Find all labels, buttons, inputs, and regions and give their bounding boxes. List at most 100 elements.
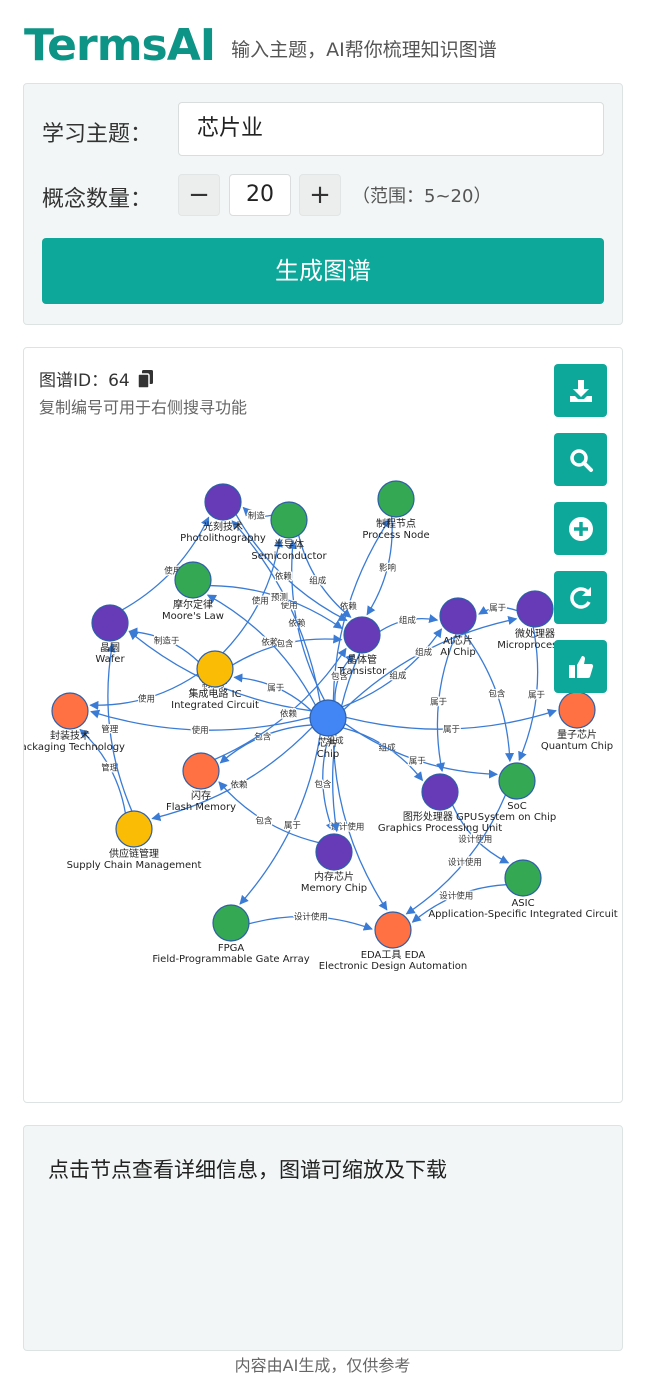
graph-edge (231, 520, 321, 702)
graph-node-circle[interactable] (115, 810, 153, 848)
graph-edge-label: 包含 (488, 689, 506, 700)
search-button[interactable] (554, 433, 607, 486)
graph-node-sublabel: Supply Chain Management (67, 860, 202, 871)
copy-icon[interactable] (137, 369, 153, 388)
graph-edge (206, 594, 316, 706)
graph-edge (344, 723, 498, 779)
search-icon (569, 448, 593, 472)
refresh-button[interactable] (554, 571, 607, 624)
graph-node-sublabel: Electronic Design Automation (319, 961, 467, 972)
graph-edge (233, 673, 312, 712)
graph-edge (298, 535, 352, 618)
graph-edge-label: 组成 (309, 576, 327, 587)
graph-edge-label: 依赖 (280, 709, 298, 720)
graph-edge (210, 584, 343, 630)
decrement-button[interactable]: − (178, 174, 220, 216)
graph-edge (478, 605, 518, 615)
graph-edge (330, 652, 361, 833)
graph-node-circle[interactable] (374, 911, 412, 949)
topic-input[interactable]: 芯片业 (178, 102, 604, 156)
graph-edge (232, 634, 343, 666)
graph-node-circle[interactable] (421, 773, 459, 811)
graph-node-circle[interactable] (558, 691, 596, 729)
graph-node-sublabel: Packaging Technology (24, 742, 125, 753)
graph-node-circle[interactable] (182, 752, 220, 790)
graph-edge (332, 735, 388, 911)
graph-node-circle[interactable] (439, 597, 477, 635)
graph-node-label: FPGA (218, 943, 245, 954)
graph-edge-label: 预测 (271, 592, 288, 603)
graph-node-circle[interactable] (343, 616, 381, 654)
download-button[interactable] (554, 364, 607, 417)
graph-node-circle[interactable] (498, 762, 536, 800)
increment-button[interactable]: + (299, 174, 341, 216)
graph-node-circle[interactable] (516, 590, 554, 628)
graph-edge-label: 属于 (430, 697, 448, 707)
graph-node-circle[interactable] (270, 501, 308, 539)
count-input[interactable]: 20 (229, 174, 291, 216)
graph-node-sublabel: Wafer (95, 654, 125, 665)
graph-node-circle[interactable] (309, 699, 347, 737)
graph-panel: 依赖使用依赖依赖制造于属于包含组成组成属于使用包含组成属于依赖包含属于设计使用制… (23, 347, 623, 1103)
graph-edge (242, 506, 272, 517)
graph-node-circle[interactable] (51, 692, 89, 730)
graph-node-label: 半导体 (274, 538, 304, 551)
graph-edge (463, 632, 515, 763)
graph-node-circle[interactable] (504, 859, 542, 897)
graph-node-sublabel: Memory Chip (301, 883, 367, 894)
graph-node-circle[interactable] (377, 480, 415, 518)
like-button[interactable] (554, 640, 607, 693)
graph-node-sublabel: Quantum Chip (541, 741, 613, 752)
graph-node-circle[interactable] (91, 604, 129, 642)
graph-node-circle[interactable] (196, 650, 234, 688)
graph-edge-label: 属于 (443, 725, 461, 735)
graph-edge-label: 管理 (101, 724, 119, 735)
graph-edge-label: 包含 (314, 779, 332, 790)
graph-node-label: 量子芯片 (557, 728, 597, 741)
footer: 内容由AI生成，仅供参考 (234, 1356, 411, 1375)
graph-edge-label: 组成 (327, 735, 345, 746)
graph-edge (436, 633, 457, 773)
graph-node-circle[interactable] (174, 561, 212, 599)
graph-node-circle[interactable] (204, 483, 242, 521)
knowledge-graph[interactable]: 依赖使用依赖依赖制造于属于包含组成组成属于使用包含组成属于依赖包含属于设计使用制… (24, 348, 622, 1102)
graph-node-circle[interactable] (315, 833, 353, 871)
graph-edge (121, 516, 210, 611)
graph-edge-label: 属于 (409, 756, 427, 766)
zoom-in-button[interactable] (554, 502, 607, 555)
graph-node-circle[interactable] (212, 904, 250, 942)
graph-edge (214, 647, 347, 760)
info-panel: 点击节点查看详细信息，图谱可缩放及下载 (23, 1125, 623, 1351)
graph-node-label: EDA工具 EDA (361, 949, 426, 961)
graph-edge (334, 653, 355, 702)
graph-edge (79, 728, 127, 814)
graph-edge-label: 影响 (379, 563, 396, 574)
generate-button[interactable]: 生成图谱 (42, 238, 604, 304)
graph-edge-label: 组成 (399, 615, 417, 626)
graph-edge-label: 组成 (389, 671, 407, 682)
graph-edge-label: 属于 (489, 604, 507, 614)
graph-edge (343, 615, 518, 711)
graph-node-label: 内存芯片 (314, 870, 354, 883)
download-icon (569, 379, 592, 402)
